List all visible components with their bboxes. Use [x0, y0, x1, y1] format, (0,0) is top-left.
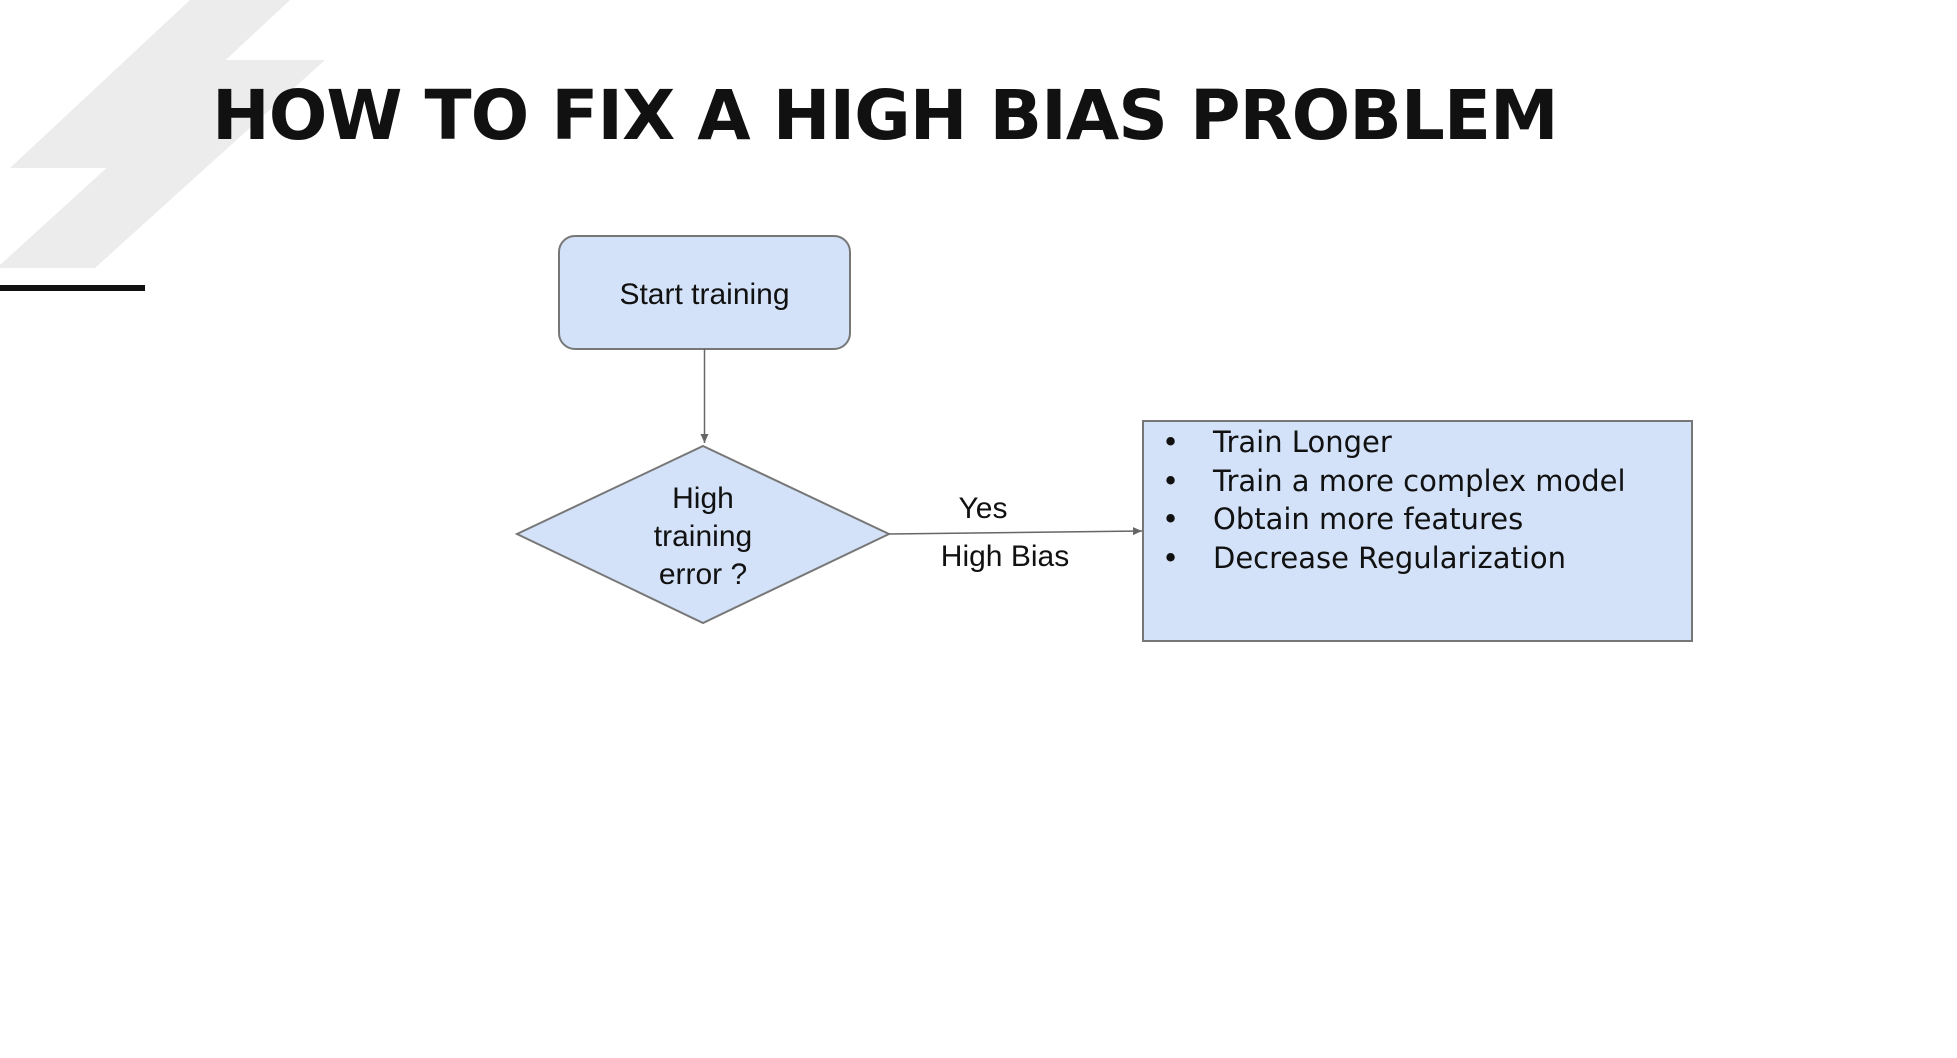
decision-label-line-3: error ?: [659, 558, 747, 591]
remedy-item: Obtain more features: [1145, 500, 1685, 539]
edge-label-yes: Yes: [959, 492, 1008, 525]
decision-diamond: [514, 444, 892, 625]
decor-stripe-top: [10, 0, 290, 168]
decision-label-line-1: High: [672, 482, 734, 515]
decision-label-line-2: training: [654, 520, 752, 553]
remedy-item: Train a more complex model: [1145, 462, 1685, 501]
start-node: Start training: [558, 235, 851, 350]
connector-decision-to-remedies: [888, 527, 1143, 536]
decision-node: High training error ?: [514, 444, 892, 625]
edge-label-high-bias: High Bias: [941, 540, 1069, 573]
remedy-item: Train Longer: [1145, 423, 1685, 462]
start-node-label: Start training: [619, 278, 789, 311]
decor-underline: [0, 285, 145, 291]
decor-stripe-bottom: [0, 60, 325, 268]
remedies-list: Train Longer Train a more complex model …: [1145, 423, 1685, 577]
slide-title: HOW TO FIX A HIGH BIAS PROBLEM: [212, 76, 1559, 156]
remedy-item: Decrease Regularization: [1145, 539, 1685, 578]
corner-decoration: [0, 0, 325, 291]
